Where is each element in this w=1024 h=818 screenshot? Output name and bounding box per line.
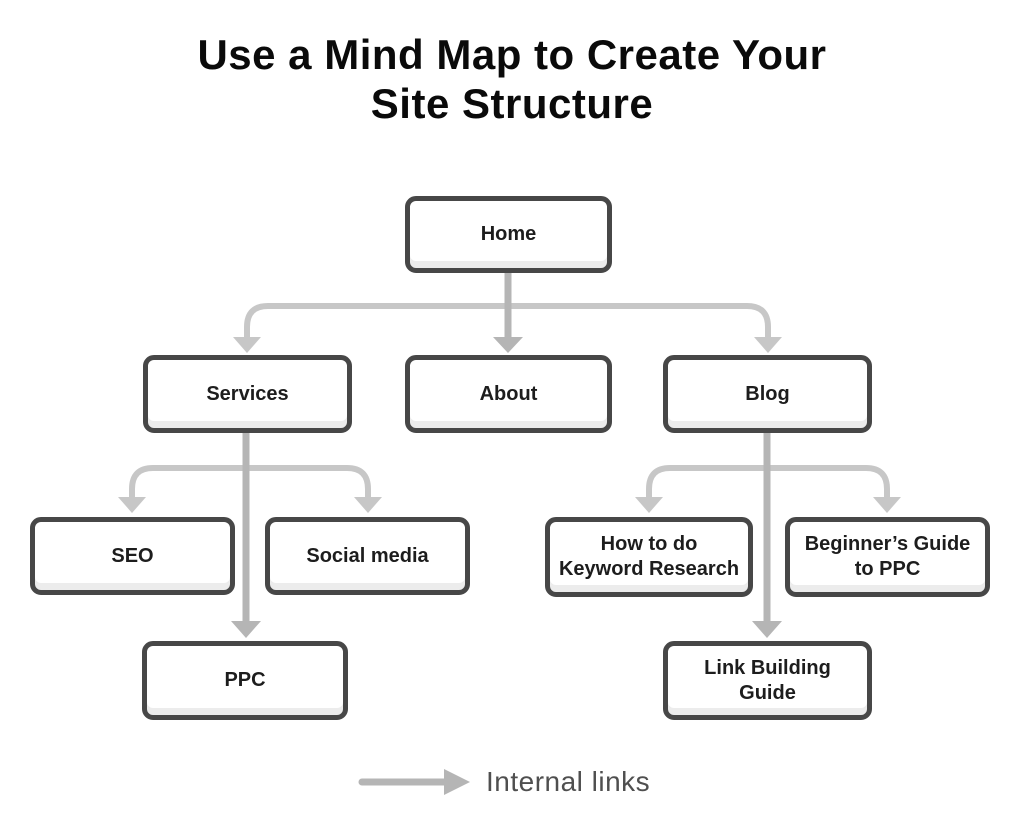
node-ppc: PPC: [142, 641, 348, 720]
node-services: Services: [143, 355, 352, 433]
node-blog: Blog: [663, 355, 872, 433]
node-social-media: Social media: [265, 517, 470, 595]
arrow-blog-linkbuilding: [752, 433, 782, 638]
arrow-services-ppc: [231, 433, 261, 638]
legend: Internal links: [358, 766, 650, 798]
node-keyword-research: How to do Keyword Research: [545, 517, 753, 597]
branch-services-children: [118, 465, 382, 513]
legend-label: Internal links: [486, 766, 651, 797]
arrow-home-about: [493, 273, 523, 353]
node-about: About: [405, 355, 612, 433]
node-seo: SEO: [30, 517, 235, 595]
node-home: Home: [405, 196, 612, 273]
internal-links-arrow-icon: [358, 769, 470, 795]
page-title: Use a Mind Map to Create Your Site Struc…: [197, 31, 827, 128]
node-beginners-guide-ppc: Beginner’s Guide to PPC: [785, 517, 990, 597]
node-link-building-guide: Link Building Guide: [663, 641, 872, 720]
